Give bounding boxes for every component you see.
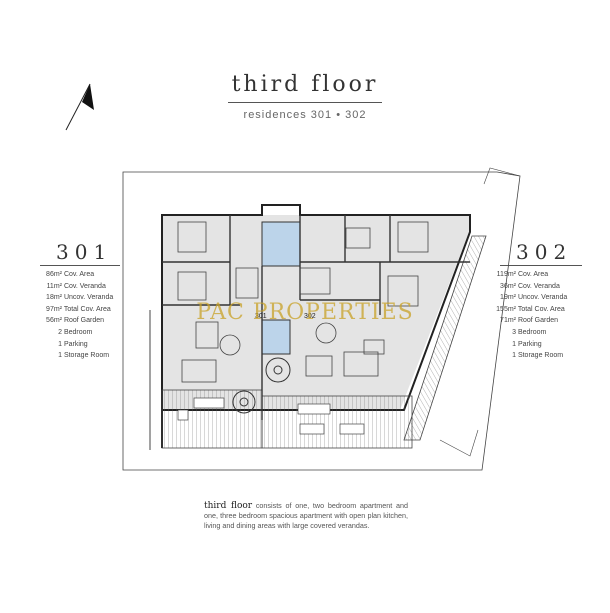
site-boundary [122, 171, 521, 471]
spec-row: 71m² Roof Garden [488, 315, 567, 327]
plan-label-302: 302 [304, 313, 316, 320]
spec-label: Uncov. Veranda [62, 294, 114, 302]
spec-row: 19m² Uncov. Veranda [488, 292, 567, 304]
page-subtitle: residences 301 • 302 [243, 109, 367, 121]
spec-label: Cov. Veranda [516, 282, 560, 290]
site-outline-right [483, 167, 521, 185]
spec-label: Total Cov. Area [516, 305, 565, 313]
spec-value: 36m² [500, 282, 516, 290]
spec-label: Total Cov. Area [62, 305, 111, 313]
spec-row: 155m² Total Cov. Area [488, 304, 567, 316]
spec-value: 1 [512, 340, 516, 348]
spec-value: 18m² [46, 294, 62, 302]
unit-301-number: 301 [56, 240, 113, 264]
unit-302-divider [500, 265, 582, 266]
spec-value: 86m² [46, 271, 62, 278]
site-outline-lower [439, 429, 479, 457]
unit-301-divider [40, 265, 120, 266]
spec-value: 1 [58, 340, 62, 348]
table-302 [363, 339, 385, 355]
spec-row: 36m² Cov. Veranda [488, 281, 567, 293]
spec-row: 11m² Cov. Veranda [44, 281, 113, 293]
north-arrow-icon [65, 83, 94, 131]
spec-value: 71m² [500, 317, 516, 325]
spec-value: 2 [58, 328, 62, 336]
spec-row: 18m² Uncov. Veranda [44, 292, 113, 304]
wardrobe-302 [345, 227, 371, 249]
spec-label: Storage Room [62, 352, 110, 360]
spec-row: 1 Parking [44, 339, 113, 351]
plan-label-301: 301 [255, 313, 267, 320]
spec-label: Roof Garden [516, 317, 559, 325]
page-title: third floor [231, 72, 379, 97]
spec-row: 2 Bedroom [44, 327, 113, 339]
spec-value: 19m² [500, 294, 516, 302]
spec-row: 1 Parking [488, 339, 567, 351]
stair-core [261, 221, 301, 267]
spec-label: Parking [62, 340, 88, 348]
spec-label: Roof Garden [62, 317, 105, 325]
bed-301-a [177, 221, 207, 253]
spec-label: Parking [516, 340, 542, 348]
spec-value: 3 [512, 328, 516, 336]
spec-label: Storage Room [516, 352, 564, 360]
spec-row: 86m² Cov. Area [44, 269, 113, 281]
bath-301 [235, 267, 259, 299]
spec-row: 3 Bedroom [488, 327, 567, 339]
bed-302-a [397, 221, 429, 253]
spiral-stair-301 [232, 390, 256, 414]
spec-label: Bedroom [62, 328, 93, 336]
bed-302-b [387, 275, 419, 307]
roof-garden-302 [261, 395, 413, 449]
spec-row: 1 Storage Room [488, 350, 567, 362]
spec-label: Cov. Area [62, 271, 95, 278]
watermark-logo: PAC PROPERTIES [196, 300, 414, 325]
spec-row: 56m² Roof Garden [44, 315, 113, 327]
bath-302 [299, 267, 331, 295]
description: third floor consists of one, two bedroom… [204, 501, 408, 532]
planter-301 [193, 397, 225, 409]
building-outline [161, 204, 471, 448]
spec-value: 155m² [496, 305, 516, 313]
spiral-stair-302 [265, 357, 291, 383]
spec-value: 97m² [46, 305, 62, 313]
spec-value: 11m² [46, 282, 62, 290]
floor-slab [162, 215, 470, 410]
description-lead: third floor [204, 501, 253, 511]
spec-value: 1 [512, 352, 516, 360]
unit-302-number: 302 [516, 240, 573, 264]
sofa-302 [343, 351, 379, 377]
spec-value: 1 [58, 352, 62, 360]
spec-label: Cov. Veranda [62, 282, 106, 290]
kitchen-302 [305, 355, 333, 377]
veranda-302 [403, 235, 487, 441]
spec-label: Cov. Area [516, 271, 549, 278]
title-divider [228, 102, 382, 103]
description-body: consists of one, two bedroom apartment a… [204, 501, 408, 531]
spec-value: 119m² [496, 271, 516, 278]
spec-row: 1 Storage Room [44, 350, 113, 362]
planter-302 [297, 403, 331, 415]
spec-row: 97m² Total Cov. Area [44, 304, 113, 316]
dining-301 [219, 334, 241, 356]
bed-301-b [177, 271, 207, 301]
spec-value: 56m² [46, 317, 62, 325]
spec-row: 119m² Cov. Area [488, 269, 567, 281]
kitchen-301 [195, 321, 219, 349]
spec-label: Uncov. Veranda [516, 294, 568, 302]
dining-302 [315, 322, 337, 344]
sofa-301 [181, 359, 217, 383]
lift-core [261, 319, 291, 355]
spec-label: Bedroom [516, 328, 547, 336]
